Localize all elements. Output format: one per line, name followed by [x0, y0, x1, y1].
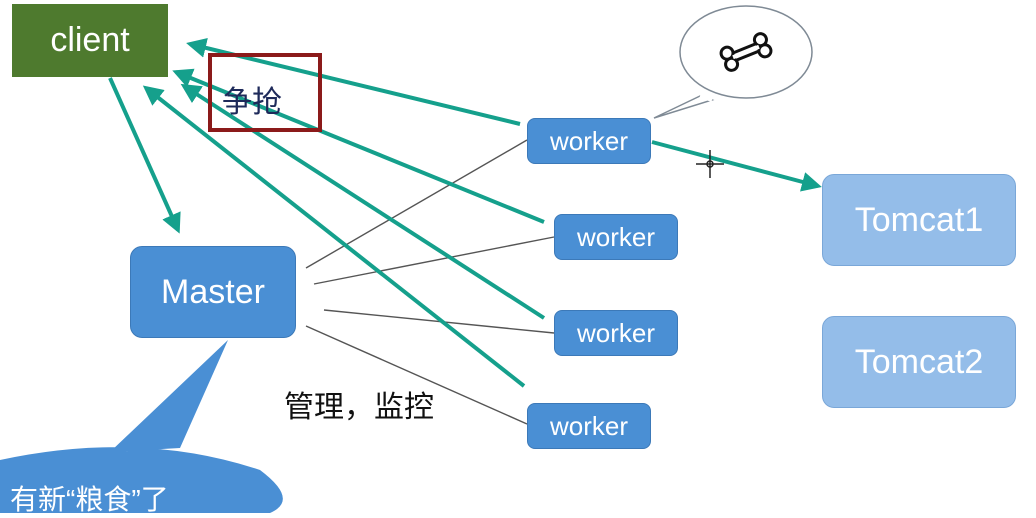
worker-node-2: worker [554, 214, 678, 260]
master-speech-bubble [0, 340, 283, 513]
new-food-callout-text: 有新“粮食”了 [10, 484, 169, 515]
contend-label: 争抢 [208, 53, 322, 132]
worker-contend-arrow [142, 85, 526, 388]
bone-icon [719, 32, 773, 72]
worker-contend-arrow [180, 83, 546, 320]
client-to-master-arrow [108, 77, 181, 234]
worker-thought-bubble [653, 95, 715, 119]
client-node: client [12, 4, 168, 77]
worker-node-3: worker [554, 310, 678, 356]
worker-contend-arrow [186, 38, 521, 126]
tomcat2-node: Tomcat2 [822, 316, 1016, 408]
crosshair-cursor-icon [696, 150, 724, 178]
manage-line [305, 325, 528, 425]
tomcat1-node: Tomcat1 [822, 174, 1016, 266]
manage-line [313, 236, 555, 285]
worker-node-1: worker [527, 118, 651, 164]
worker-to-tomcat-arrow [651, 140, 822, 192]
worker-node-4: worker [527, 403, 651, 449]
worker-contend-arrow [172, 68, 545, 224]
master-node: Master [130, 246, 296, 338]
manage-monitor-label: 管理，监控 [284, 391, 434, 424]
manage-line [305, 139, 528, 269]
